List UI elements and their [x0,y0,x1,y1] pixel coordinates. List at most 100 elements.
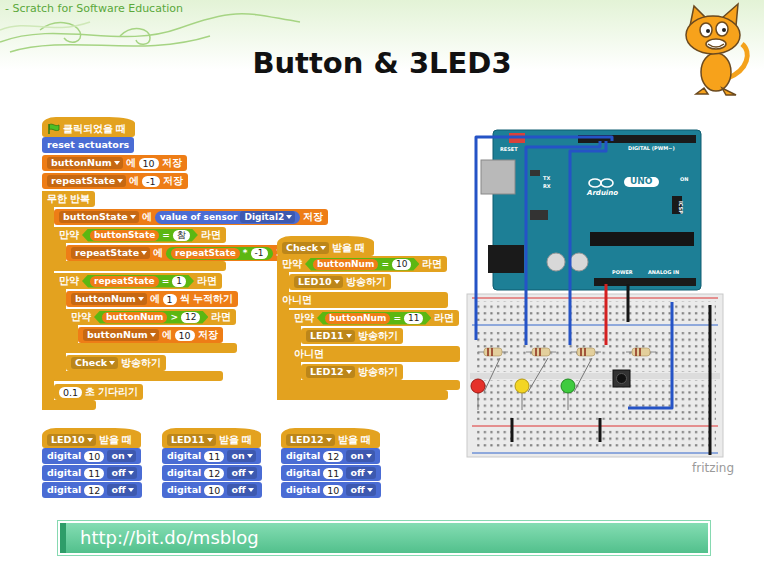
c-block: 무한 반복buttonState에value of sensorDigital2… [42,191,96,410]
command-block: reset actuators [42,137,134,153]
c-block-foot [42,400,96,410]
dropdown-field: LED11 [306,330,355,342]
reporter-block: buttonNum>12 [94,311,208,324]
number-field: 11 [204,451,224,462]
c-block: 아니면만약buttonNum=11라면LED11방송하기LED12방송하기 [289,310,460,390]
block-text: 라면 [197,275,217,287]
c-block-header: 무한 반복 [42,191,95,207]
green-flag-icon [47,123,60,135]
block-text: 라면 [201,229,221,241]
block-text: 저장 [198,329,218,341]
command-block: LED10방송하기 [289,274,391,290]
else-text: 아니면 [294,348,324,360]
command-block: Check방송하기 [66,355,166,371]
reporter-block: value of sensorDigital2 [155,211,301,224]
block-text: 만약 [294,312,314,324]
c-block-header: 만약buttonState=참라면 [54,227,226,243]
dropdown-field: off [227,484,256,496]
fritzing-watermark: fritzing [692,462,734,475]
block-text: 에 [126,157,136,169]
number-field: -1 [142,176,159,187]
hat-block: 클릭되었을 때 [42,117,135,137]
block-text: 에 [150,293,160,305]
else-bar: 아니면 [277,292,448,308]
dropdown-field: on [107,450,135,462]
block-text: 저장 [162,157,182,169]
reporter-block: buttonNum=10 [305,258,419,271]
board-label: ON [680,177,688,183]
command-block: buttonNum에1씩 누적하기 [66,291,238,307]
c-block-foot [277,390,448,400]
variable-reporter: repeatState [90,276,159,287]
breadboard [467,294,723,457]
c-block-arm [42,191,54,410]
c-block-foot [54,261,226,271]
dropdown-field: LED11 [167,434,216,446]
hat-block: LED10받을 때 [42,428,141,448]
reporter-block: repeatState=1 [82,275,194,288]
number-field: 11 [404,313,423,324]
number-field: 0.1 [59,387,82,398]
block-text: 저장 [163,175,183,187]
command-block: buttonNum에10저장 [78,327,223,343]
dropdown-field: on [227,450,255,462]
circuit-parts [471,348,656,410]
c-block-header: 만약buttonNum=11라면 [289,310,459,326]
jumper-wires [476,137,710,455]
block-text: 방송하기 [346,276,386,288]
block-text: = [381,258,389,270]
command-block: LED12방송하기 [301,364,403,380]
number-field: 12 [84,485,104,496]
block-text: > [170,311,178,323]
dropdown-field: off [346,484,375,496]
dropdown-field: buttonNum [71,293,147,305]
command-block: digital10off [162,482,262,498]
block-text: 방송하기 [358,330,398,342]
dropdown-field: buttonState [59,211,139,223]
number-field: 10 [175,330,195,341]
block-text: = [162,229,170,241]
number-field: 참 [173,230,190,241]
block-text: digital [47,484,81,496]
hat-block: Check받을 때 [277,236,374,256]
command-block: LED11방송하기 [301,328,403,344]
c-block-foot [54,371,223,381]
command-block: digital11on [162,448,261,464]
board-label: UNO [624,177,659,187]
block-text: 라면 [211,311,231,323]
command-block: buttonNum에10저장 [42,155,187,171]
block-text: 받을 때 [219,434,252,446]
scratch-cat [686,4,747,95]
c-block: 만약repeatState=1라면buttonNum에1씩 누적하기만약butt… [54,273,223,381]
number-field: 10 [392,259,411,270]
slide-title: Button & 3LED3 [0,46,764,80]
dropdown-field: LED10 [47,434,96,446]
c-block-foot [66,343,237,353]
block-text: = [393,312,401,324]
board-label: DIGITAL (PWM~) [628,146,675,152]
board-label: RX [543,184,551,190]
url-band: http://bit.do/msblog [60,523,708,553]
block-text: digital [286,467,320,479]
c-block-header: 만약buttonNum=10라면 [277,256,447,272]
command-block: digital10off [281,482,381,498]
board-label: ANALOG IN [648,270,679,276]
c-block-header: 만약repeatState=1라면 [54,273,222,289]
dropdown-field: LED12 [306,366,355,378]
dropdown-field: Digital2 [240,211,295,223]
block-text: value of sensor [160,211,238,223]
dropdown-field: repeatState [71,247,150,259]
variable-reporter: repeatState [171,248,240,259]
reporter-block: buttonNum=11 [317,312,431,325]
block-text: http://bit.do/msblog [80,532,259,544]
hat-block: LED11받을 때 [162,428,261,448]
block-text: digital [167,484,201,496]
number-field: 1 [163,294,177,305]
block-text: digital [47,450,81,462]
dropdown-field: off [107,484,136,496]
command-block: 0.1초 기다리기 [54,384,143,400]
arduino-uno-board [481,130,701,290]
block-text: 방송하기 [358,366,398,378]
block-text: 초 기다리기 [85,386,138,398]
block-text: 만약 [59,275,79,287]
